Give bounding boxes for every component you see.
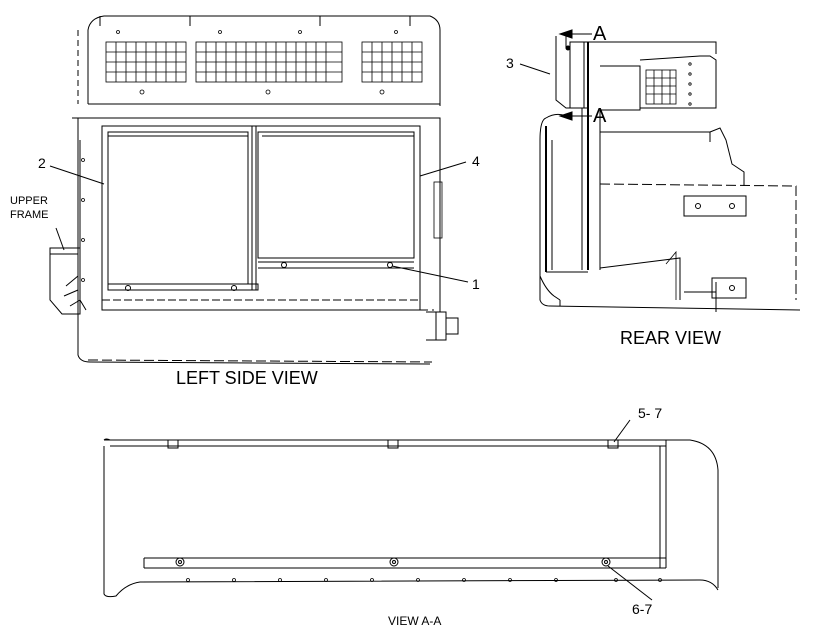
cab-outline [77,118,431,365]
section-marker-bottom: A [593,105,607,127]
view-aa-drawing [103,419,719,601]
leader-1 [391,265,469,283]
callout-4: 4 [472,153,480,169]
upper-frame-bracket [49,247,81,315]
rear-view-drawing [519,29,801,312]
callout-3: 3 [506,55,514,71]
rear-bracket-plate [683,195,747,217]
upper-frame-label-line2: FRAME [10,209,49,221]
section-marker-top: A [593,23,607,45]
grille-left [105,41,187,83]
upper-housing-outline [87,15,441,106]
window-right-pane [257,131,415,259]
leader-2 [49,165,105,185]
grille-right [361,41,423,83]
left-side-view-drawing [49,15,469,365]
upper-frame-label-line1: UPPER [10,195,48,207]
leader-4 [419,161,467,177]
leader-upper-frame [55,227,65,251]
window-frame-outer [101,125,421,311]
callout-2: 2 [38,155,46,171]
left-side-view-title: LEFT SIDE VIEW [176,368,318,388]
window-left-pane [107,131,249,285]
leader-3 [519,63,551,75]
rear-grille [645,69,677,105]
view-aa-title: VIEW A-A [388,614,442,628]
bottom-bolts [175,557,611,567]
callout-6-7: 6-7 [632,601,653,617]
top-studs [167,439,619,449]
callout-5-7: 5- 7 [638,405,663,421]
grille-middle [195,41,343,83]
leader-5-7 [613,419,631,443]
section-arrow-bottom [558,111,573,121]
section-arrow-top [558,29,573,39]
leader-6-7 [607,565,653,601]
callout-1: 1 [472,276,480,292]
rear-view-title: REAR VIEW [620,328,722,348]
section-outline [103,446,719,598]
